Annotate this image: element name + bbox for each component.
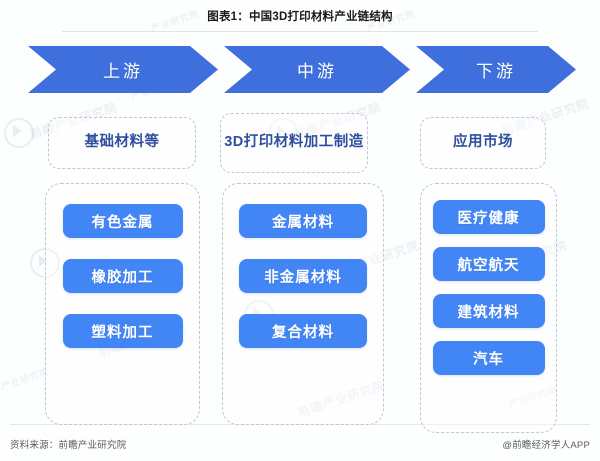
list-item[interactable]: 复合材料	[239, 314, 367, 348]
attribution-note: @前瞻经济学人APP	[502, 440, 590, 451]
list-item[interactable]: 建筑材料	[432, 294, 545, 328]
list-item[interactable]: 航空航天	[432, 247, 545, 281]
list-item[interactable]: 医疗健康	[432, 200, 545, 234]
list-item[interactable]: 橡胶加工	[62, 259, 183, 293]
list-item[interactable]: 塑料加工	[62, 314, 183, 348]
stage-header-midstream: 3D打印材料加工制造	[220, 113, 368, 173]
banner-segment-label: 中游	[297, 62, 337, 81]
banner-segment-label: 上游	[103, 62, 143, 81]
banner-segment-upstream[interactable]: 上游	[28, 46, 218, 93]
list-item[interactable]: 非金属材料	[239, 259, 367, 293]
watermark-logo-icon	[4, 118, 34, 148]
banner-segment-midstream[interactable]: 中游	[224, 46, 410, 93]
banner-segment-label: 下游	[476, 62, 516, 81]
value-chain-banner: 上游 中游 下游	[28, 46, 576, 93]
title-divider	[62, 31, 538, 32]
watermark-text: 产业研究院	[0, 366, 51, 392]
stage-header-upstream: 基础材料等	[48, 117, 196, 169]
banner-segment-downstream[interactable]: 下游	[416, 46, 576, 93]
list-item[interactable]: 汽车	[432, 341, 545, 375]
column-upstream: 有色金属 橡胶加工 塑料加工	[45, 183, 200, 425]
list-item[interactable]: 有色金属	[62, 204, 183, 238]
page-title: 图表1：中国3D打印材料产业链结构	[207, 11, 393, 23]
list-item[interactable]: 金属材料	[239, 204, 367, 238]
stage-header-downstream: 应用市场	[420, 117, 546, 169]
column-downstream: 医疗健康 航空航天 建筑材料 汽车	[420, 183, 557, 433]
column-midstream: 金属材料 非金属材料 复合材料	[222, 183, 384, 425]
source-note: 资料来源：前瞻产业研究院	[10, 440, 127, 451]
